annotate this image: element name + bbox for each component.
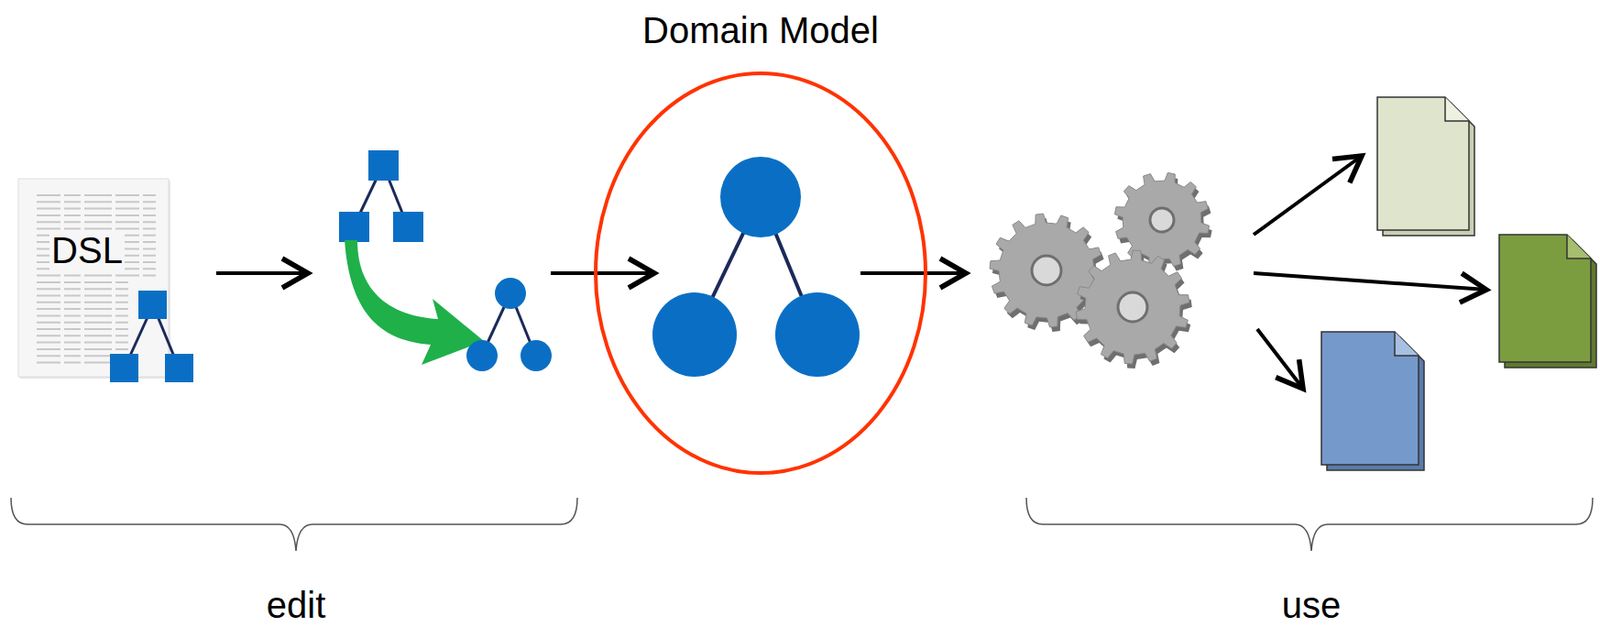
dsl-document: DSL <box>18 178 169 377</box>
output-documents <box>1321 97 1597 471</box>
ellipse-outline <box>568 4 954 486</box>
document-icon <box>18 178 171 379</box>
section-label: edit <box>266 584 327 625</box>
node-heading: Domain Model <box>642 10 879 51</box>
brace <box>10 497 1593 551</box>
gears-icon <box>989 172 1213 369</box>
tree-icon <box>109 290 194 383</box>
domain-model-ellipse: Domain Model <box>568 4 954 486</box>
tree-transform <box>339 150 552 372</box>
flow-arrows <box>216 155 1487 389</box>
section-label: use <box>1282 584 1342 625</box>
document-label: DSL <box>49 230 125 271</box>
